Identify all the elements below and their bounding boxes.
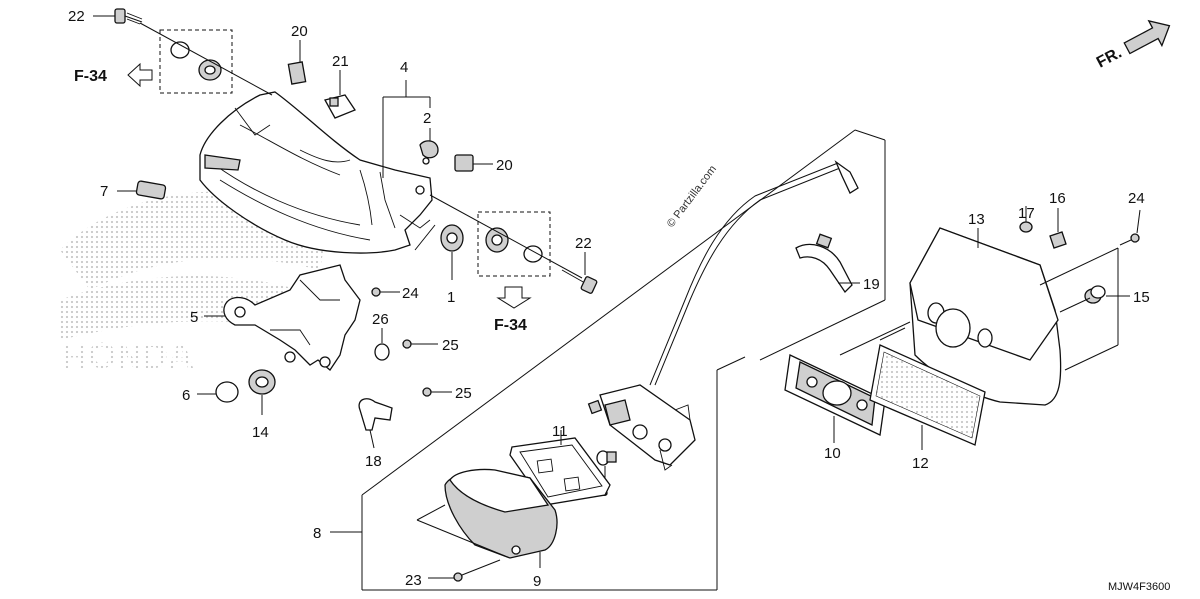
ref-f34-left: F-34: [74, 68, 107, 85]
ref-f34-bottom: F-34: [494, 317, 527, 334]
dashed-box-right: [477, 211, 551, 277]
part-20-clip-top: [287, 61, 307, 85]
part-22-bolt-right: [561, 269, 598, 294]
label-25-upper: 25: [442, 337, 459, 354]
label-23: 23: [405, 572, 422, 589]
dashed-box-top: [159, 29, 233, 94]
label-1: 1: [447, 289, 455, 306]
part-20-clip-right: [454, 154, 474, 172]
part-22-bolt-top: [114, 8, 143, 25]
wire-harness: [654, 167, 857, 386]
label-5: 5: [190, 309, 198, 326]
label-10: 10: [824, 445, 841, 462]
label-14: 14: [252, 424, 269, 441]
part-24-screw-left: [371, 287, 390, 297]
front-direction-icon: [1123, 19, 1171, 55]
part-15-grommet: [1084, 285, 1106, 304]
part-17-nut: [1019, 221, 1033, 233]
arrow-left-icon: [127, 62, 153, 88]
label-22-top: 22: [68, 8, 85, 25]
honda-watermark-text: HONDA: [62, 335, 194, 376]
diagram-code: MJW4F3600: [1108, 581, 1170, 593]
ref-front: FR.: [1094, 44, 1125, 71]
part-2-socket: [419, 140, 439, 159]
part-18-clamp: [358, 398, 393, 431]
part-25-screw-upper: [402, 339, 422, 349]
label-11: 11: [552, 423, 568, 440]
part-5-bracket: [223, 264, 361, 371]
label-7: 7: [100, 183, 108, 200]
label-12: 12: [912, 455, 929, 472]
label-2: 2: [423, 110, 431, 127]
label-8: 8: [313, 525, 321, 542]
label-20-top: 20: [291, 23, 308, 40]
label-15: 15: [1133, 289, 1150, 306]
label-16: 16: [1049, 190, 1066, 207]
label-20-right: 20: [496, 157, 513, 174]
label-22-right: 22: [575, 235, 592, 252]
part-6-washer: [215, 381, 239, 403]
part-24-screw-right: [1119, 233, 1140, 246]
part-9-lens: [444, 468, 558, 559]
label-6: 6: [182, 387, 190, 404]
part-16-nut: [1049, 231, 1067, 249]
part-12-reflector: [869, 344, 986, 446]
assembly-outline: [361, 129, 886, 591]
label-4: 4: [400, 59, 408, 76]
part-21-clip: [324, 94, 356, 119]
label-9: 9: [533, 573, 541, 590]
watermark-partzilla: © Partzilla.com: [665, 163, 719, 229]
label-18: 18: [365, 453, 382, 470]
part-25-screw-lower: [422, 387, 442, 397]
label-25-lower: 25: [455, 385, 472, 402]
socket-assembly: [587, 384, 696, 471]
part-3-bulb: [596, 450, 617, 466]
label-21: 21: [332, 53, 349, 70]
part-10-gasket: [784, 354, 886, 436]
part-13-housing: [909, 227, 1062, 406]
label-26: 26: [372, 311, 389, 328]
label-13: 13: [968, 211, 985, 228]
part-23-screw: [453, 559, 501, 582]
part-washer-right: [523, 245, 543, 263]
part-19-band: [795, 243, 853, 294]
part-7-pad: [135, 180, 167, 200]
part-26-washer: [374, 343, 390, 361]
label-19: 19: [863, 276, 880, 293]
label-24-right: 24: [1128, 190, 1145, 207]
tail-light-housing: [199, 91, 433, 254]
label-17: 17: [1018, 205, 1035, 222]
label-24-left: 24: [402, 285, 419, 302]
arrow-down-icon: [496, 286, 532, 309]
